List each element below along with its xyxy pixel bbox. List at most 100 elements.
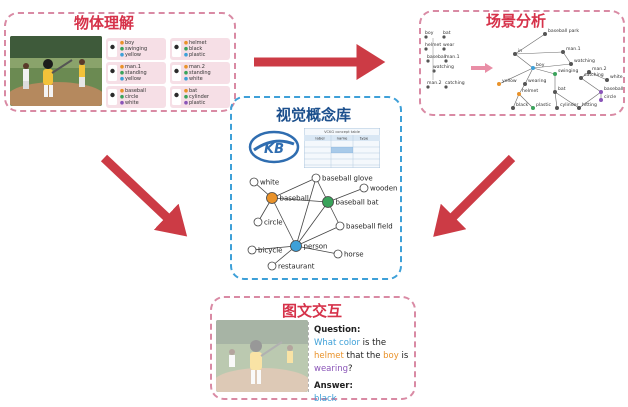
- concept-edge: [251, 245, 297, 251]
- attribute-dot: [184, 100, 188, 105]
- concept-node: [333, 249, 343, 259]
- scene-left-dot: [426, 85, 430, 89]
- kb-panel-title: 视觉概念库: [276, 106, 352, 124]
- scene-left-dot: [442, 35, 446, 39]
- scene-node-label: in: [518, 48, 522, 54]
- attribute-dot: [120, 88, 124, 93]
- concept-node-label: horse: [344, 251, 364, 259]
- scene-edge: [514, 51, 564, 55]
- scene-edge: [514, 53, 534, 69]
- scene-node: [497, 82, 501, 86]
- attribute-dot: [120, 76, 124, 81]
- scene-node-label: bat: [558, 86, 566, 92]
- scene-left-label: boy: [425, 30, 434, 36]
- scene-left-dot: [424, 47, 428, 51]
- concept-edge: [271, 177, 317, 199]
- scene-node-label: man.1: [566, 46, 581, 52]
- attribute-label: man.2: [189, 64, 205, 70]
- scene-edge: [554, 91, 558, 109]
- attribute-dot: [184, 40, 188, 45]
- question-fragment: ?: [348, 364, 353, 374]
- concept-node: [290, 240, 302, 252]
- kb-logo-icon: KB: [248, 130, 300, 164]
- scene-node: [553, 90, 557, 94]
- question-fragment: wearing: [314, 364, 349, 374]
- attribute-label: white: [189, 76, 203, 82]
- concept-edge: [295, 177, 317, 247]
- scene-node-label: plastic: [536, 102, 551, 108]
- image-text-interaction-panel: [210, 296, 416, 400]
- kb-table-caption: VCKG concept table: [324, 130, 361, 134]
- scene-node: [531, 66, 535, 70]
- concept-node: [335, 221, 345, 231]
- attribute-label: cylinder: [189, 94, 210, 100]
- scene-node: [555, 106, 559, 110]
- faded-baseball-photo: [216, 320, 308, 392]
- kb-table-header-3: type: [360, 136, 369, 141]
- concept-edge: [327, 187, 365, 203]
- concept-edge: [295, 201, 329, 247]
- attribute-label: yellow: [125, 52, 141, 58]
- scene-pink-arrow: [471, 63, 493, 73]
- object-thumbnail-head: [110, 44, 115, 50]
- concept-node: [247, 245, 257, 255]
- concept-edge: [295, 245, 339, 255]
- attribute-dot: [184, 88, 188, 93]
- scene-graph: boy bat helmet wear baseball man.1 watching man…: [424, 28, 623, 110]
- attribute-label: boy: [125, 40, 134, 46]
- qa-block: Question: What color is the helmet that …: [314, 324, 414, 406]
- scene-node: [569, 62, 573, 66]
- attribute-dot: [184, 76, 188, 81]
- scene-edge: [518, 93, 534, 109]
- concept-node-label: white: [260, 179, 279, 187]
- attribute-dot: [120, 100, 124, 105]
- concept-node-label: baseball glove: [322, 175, 373, 183]
- attribute-dot: [120, 46, 124, 51]
- scene-node-label: cylinder: [560, 102, 578, 108]
- scene-node-label: baseball park: [548, 28, 579, 34]
- answer-text: black: [314, 394, 337, 404]
- object-understanding-panel: [4, 12, 236, 112]
- scene-node-label: catching: [584, 72, 604, 78]
- scene-node-label: helmet: [522, 88, 538, 94]
- concept-edge: [295, 225, 341, 247]
- attribute-label: plastic: [189, 52, 206, 58]
- question-label: Question:: [314, 325, 361, 335]
- scene-node-label: circle: [604, 94, 616, 100]
- scene-node-label: white: [610, 74, 623, 80]
- scene-left-dot: [442, 47, 446, 51]
- scene-left-label: man.2: [427, 80, 442, 86]
- question-fragment: is the: [359, 338, 387, 348]
- dashed-divider: [308, 322, 309, 392]
- attribute-dot: [120, 64, 124, 69]
- scene-node-label: baseball: [604, 86, 623, 92]
- attribute-label: baseball: [125, 88, 146, 94]
- scene-node: [553, 72, 557, 76]
- attribute-dot: [184, 94, 188, 99]
- scene-left-dot: [424, 35, 428, 39]
- scene-node: [517, 92, 521, 96]
- attribute-dot: [120, 70, 124, 75]
- scene-node: [531, 106, 535, 110]
- concept-node-label: circle: [264, 219, 283, 227]
- scene-left-label: wear: [443, 42, 454, 48]
- attribute-dot: [184, 64, 188, 69]
- scene-left-label: catching: [445, 80, 465, 86]
- interaction-panel-title: 图文交互: [282, 302, 343, 320]
- attribute-label: standing: [125, 70, 147, 76]
- arrow-object-to-kb: [100, 154, 188, 237]
- scene-node-label: swinging: [558, 68, 578, 74]
- attribute-label: white: [125, 100, 139, 106]
- baseball-photo-art: [10, 36, 102, 106]
- attribute-label: man.1: [125, 64, 141, 70]
- concept-node: [249, 177, 259, 187]
- scene-edge: [512, 93, 520, 109]
- scene-left-label: watching: [433, 64, 454, 70]
- answer-label: Answer:: [314, 381, 353, 391]
